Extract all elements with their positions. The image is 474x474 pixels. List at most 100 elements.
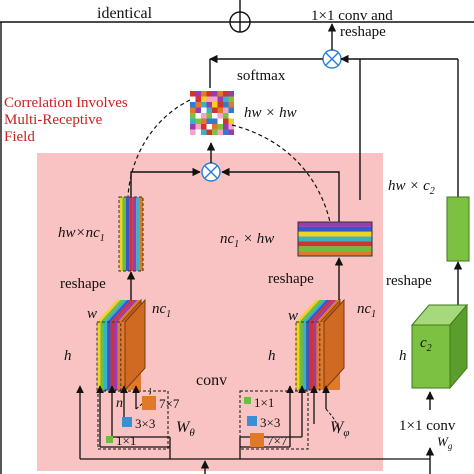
w-label-mid: w xyxy=(288,308,298,324)
conv1x1-right-label: 1×1 conv xyxy=(399,418,456,434)
conv-label: conv xyxy=(196,372,227,389)
kernel-7x7-left xyxy=(142,396,156,410)
k1-label-left: 1×1 xyxy=(116,433,136,448)
k1-label-mid: 1×1 xyxy=(254,395,274,410)
bar-stripe xyxy=(132,197,137,271)
reshape-label-mid: reshape xyxy=(268,271,314,287)
matrix-cell xyxy=(195,96,201,102)
matrix-cell xyxy=(190,118,196,124)
matrix-cell xyxy=(228,107,234,113)
cube-stripe xyxy=(316,322,320,390)
w-phi-label: Wφ xyxy=(330,419,349,439)
matrix-cell xyxy=(206,113,212,119)
multiply-circle-icon-center xyxy=(201,162,221,182)
cube-stripe xyxy=(306,322,310,390)
matrix-cell xyxy=(201,91,207,97)
matrix-cell xyxy=(212,91,218,97)
matrix-cell xyxy=(223,91,229,97)
c2-green-cube xyxy=(410,303,469,390)
matrix-cell xyxy=(190,129,196,135)
k7-label-mid: 7×7 xyxy=(267,433,288,448)
cube-stripe xyxy=(107,322,111,390)
cube-stripe-top xyxy=(100,300,124,322)
matrix-cell xyxy=(206,129,212,135)
kernel-1x1-mid xyxy=(244,397,251,404)
matrix-cell xyxy=(190,91,196,97)
nc1-label-left: nc1 xyxy=(152,301,171,320)
plus-circle-icon xyxy=(229,11,251,33)
matrix-cell xyxy=(212,107,218,113)
hw-c2-label: hw × c2 xyxy=(388,178,435,197)
matrix-cell xyxy=(217,102,223,108)
reshape-label-left: reshape xyxy=(60,276,106,292)
kernel-1x1-left xyxy=(106,436,113,443)
matrix-cell xyxy=(217,113,223,119)
bar-stripe xyxy=(136,197,140,271)
mid-feature-cube xyxy=(295,298,345,392)
matrix-cell xyxy=(223,118,229,124)
matrix-cell xyxy=(217,124,223,130)
matrix-cell xyxy=(195,113,201,119)
matrix-cell xyxy=(206,102,212,108)
hw-c2-green-bar xyxy=(446,196,470,262)
reshape-label-right: reshape xyxy=(386,273,432,289)
matrix-cell xyxy=(228,113,234,119)
matrix-cell xyxy=(223,124,229,130)
bar-stripe xyxy=(119,197,123,271)
cube-stripe-top xyxy=(114,300,138,322)
matrix-cell xyxy=(217,118,223,124)
cube-stripe-top xyxy=(306,300,330,322)
nc1-label-mid: nc1 xyxy=(357,301,376,320)
matrix-cell xyxy=(223,129,229,135)
matrix-cell xyxy=(228,118,234,124)
cube-stripe-top xyxy=(309,300,333,322)
w-theta-label: Wθ xyxy=(176,419,195,439)
w-label-left: w xyxy=(87,306,97,322)
correlation-label-2: Multi-Receptive xyxy=(4,112,103,128)
bar-stripe xyxy=(298,222,372,227)
matrix-cell xyxy=(201,124,207,130)
matrix-cell xyxy=(223,107,229,113)
matrix-cell xyxy=(195,118,201,124)
cube-stripe-top xyxy=(107,300,131,322)
cube-stripe xyxy=(117,322,121,390)
bar-stripe xyxy=(298,241,372,247)
hw-hw-label: hw × hw xyxy=(244,105,297,121)
cube-stripe xyxy=(296,322,300,390)
matrix-cell xyxy=(201,113,207,119)
hw-nc1-label: hw×nc1 xyxy=(58,225,105,244)
softmax-label: softmax xyxy=(237,68,286,84)
bar-stripe xyxy=(139,197,143,271)
matrix-cell xyxy=(228,124,234,130)
cube-stripe xyxy=(309,322,313,390)
cube-stripe-top xyxy=(316,300,340,322)
cube-stripe xyxy=(299,322,303,390)
matrix-cell xyxy=(190,124,196,130)
matrix-cell xyxy=(212,113,218,119)
matrix-cell xyxy=(201,107,207,113)
matrix-cell xyxy=(217,129,223,135)
matrix-cell xyxy=(201,118,207,124)
cube-stripe xyxy=(313,322,317,390)
matrix-cell xyxy=(190,107,196,113)
matrix-cell xyxy=(212,124,218,130)
hw-nc1-feature-bar xyxy=(118,196,144,272)
matrix-cell xyxy=(190,102,196,108)
k3-label-mid: 3×3 xyxy=(260,415,280,430)
bar-stripe xyxy=(129,197,133,271)
matrix-cell xyxy=(206,118,212,124)
kernel-3x3-mid xyxy=(247,416,257,426)
matrix-cell xyxy=(228,96,234,102)
matrix-cell xyxy=(195,91,201,97)
matrix-cell xyxy=(195,129,201,135)
matrix-cell xyxy=(223,96,229,102)
matrix-cell xyxy=(201,129,207,135)
matrix-cell xyxy=(212,118,218,124)
matrix-cell xyxy=(228,91,234,97)
cube-stripe xyxy=(103,322,108,390)
h-label-left: h xyxy=(64,348,72,364)
correlation-label-3: Field xyxy=(4,129,35,145)
w-g-label: Wg xyxy=(437,434,453,451)
n-label: n xyxy=(116,396,123,411)
cube-stripe-top xyxy=(97,300,121,322)
